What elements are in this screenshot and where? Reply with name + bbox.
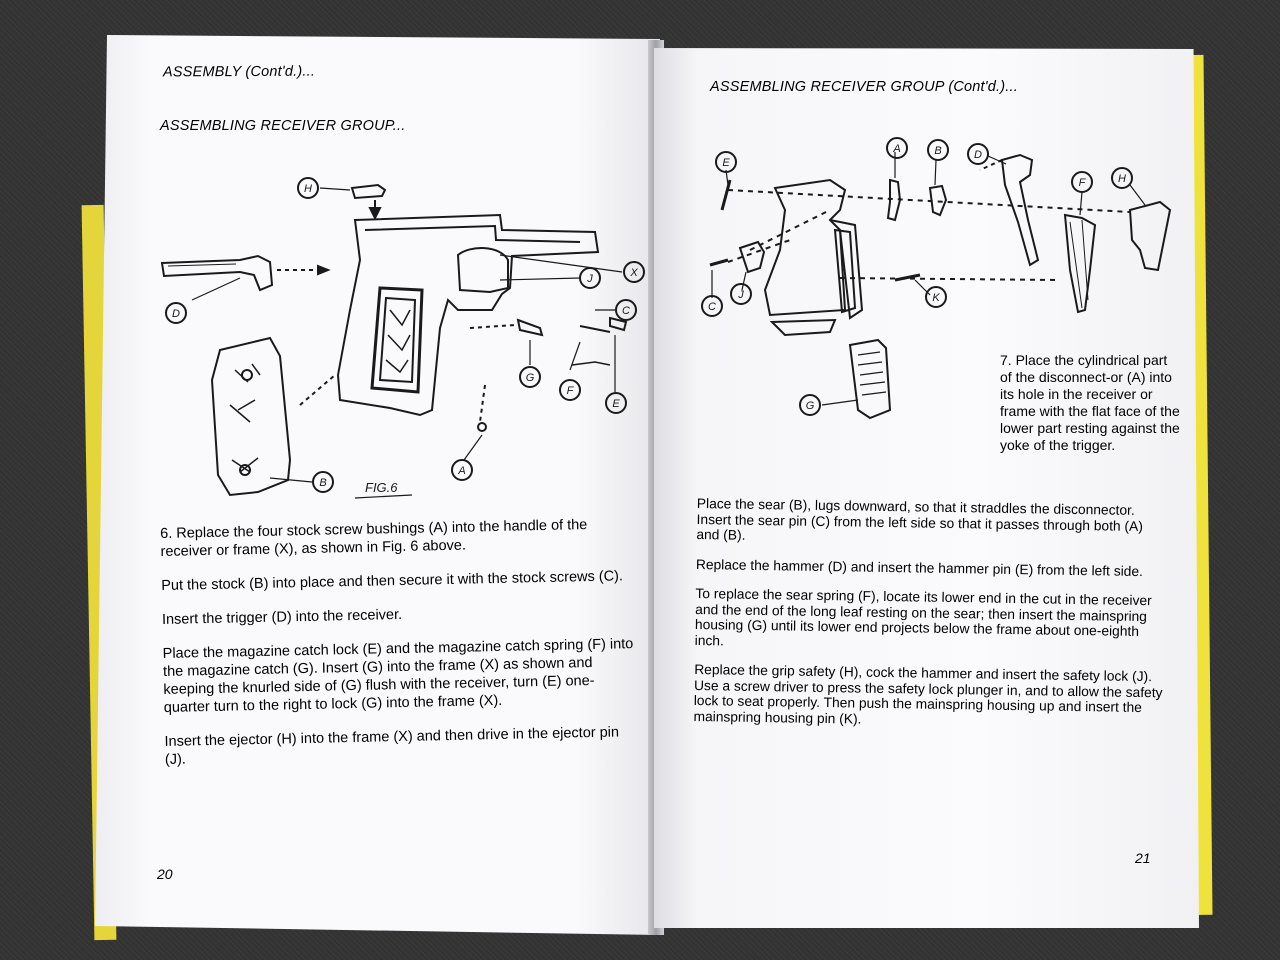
callout-E: E bbox=[612, 398, 620, 410]
receiver-group-exploded-diagram: E A B D F H C J K G bbox=[701, 137, 1172, 420]
callout-B: B bbox=[319, 477, 326, 489]
paragraph-sear-spring: To replace the sear spring (F), locate i… bbox=[694, 585, 1152, 648]
paragraph-grip-safety: Replace the grip safety (H), cock the ha… bbox=[693, 661, 1163, 727]
callout-X: X bbox=[629, 267, 638, 279]
callout-E-right: E bbox=[722, 157, 730, 169]
callout-G-right: G bbox=[806, 400, 815, 412]
paragraph-magazine-catch: Place the magazine catch lock (E) and th… bbox=[162, 636, 634, 716]
paragraph-ejector: Insert the ejector (H) into the frame (X… bbox=[164, 724, 620, 768]
callout-F-right: F bbox=[1079, 177, 1087, 189]
step-7-caption: 7. Place the cylindrical part of the dis… bbox=[1000, 352, 1180, 453]
callout-G: G bbox=[526, 372, 535, 384]
right-page bbox=[654, 48, 1199, 928]
left-page-body: 6. Replace the four stock screw bushings… bbox=[160, 515, 640, 785]
callout-F: F bbox=[567, 385, 575, 397]
figure-label: FIG.6 bbox=[365, 480, 398, 495]
callout-A-right: A bbox=[892, 143, 900, 155]
callout-B-right: B bbox=[934, 145, 941, 157]
callout-C-right: C bbox=[708, 301, 716, 313]
callout-H-right: H bbox=[1118, 173, 1126, 185]
paragraph-hammer: Replace the hammer (D) and insert the ha… bbox=[695, 556, 1144, 579]
left-page-subheader: ASSEMBLING RECEIVER GROUP... bbox=[160, 118, 406, 134]
callout-D-right: D bbox=[974, 149, 982, 161]
callout-K-right: K bbox=[932, 292, 940, 304]
left-page-number: 20 bbox=[157, 866, 173, 882]
paragraph-sear: Place the sear (B), lugs downward, so th… bbox=[696, 496, 1144, 543]
right-page-body: Place the sear (B), lugs downward, so th… bbox=[693, 496, 1167, 745]
callout-J-right: J bbox=[737, 289, 744, 301]
paragraph-stock: Put the stock (B) into place and then se… bbox=[161, 568, 624, 594]
right-page-number: 21 bbox=[1135, 850, 1151, 866]
figure-6-exploded-diagram: H D X J C G F E B A FIG.6 bbox=[160, 177, 645, 499]
callout-D: D bbox=[172, 308, 180, 320]
left-page-header: ASSEMBLY (Cont'd.)... bbox=[162, 63, 316, 81]
paragraph-trigger: Insert the trigger (D) into the receiver… bbox=[161, 606, 403, 628]
callout-J: J bbox=[586, 273, 593, 285]
callout-H: H bbox=[304, 183, 312, 195]
callout-C: C bbox=[622, 305, 630, 317]
right-page-header: ASSEMBLING RECEIVER GROUP (Cont'd.)... bbox=[710, 79, 1018, 95]
callout-A: A bbox=[457, 465, 465, 477]
